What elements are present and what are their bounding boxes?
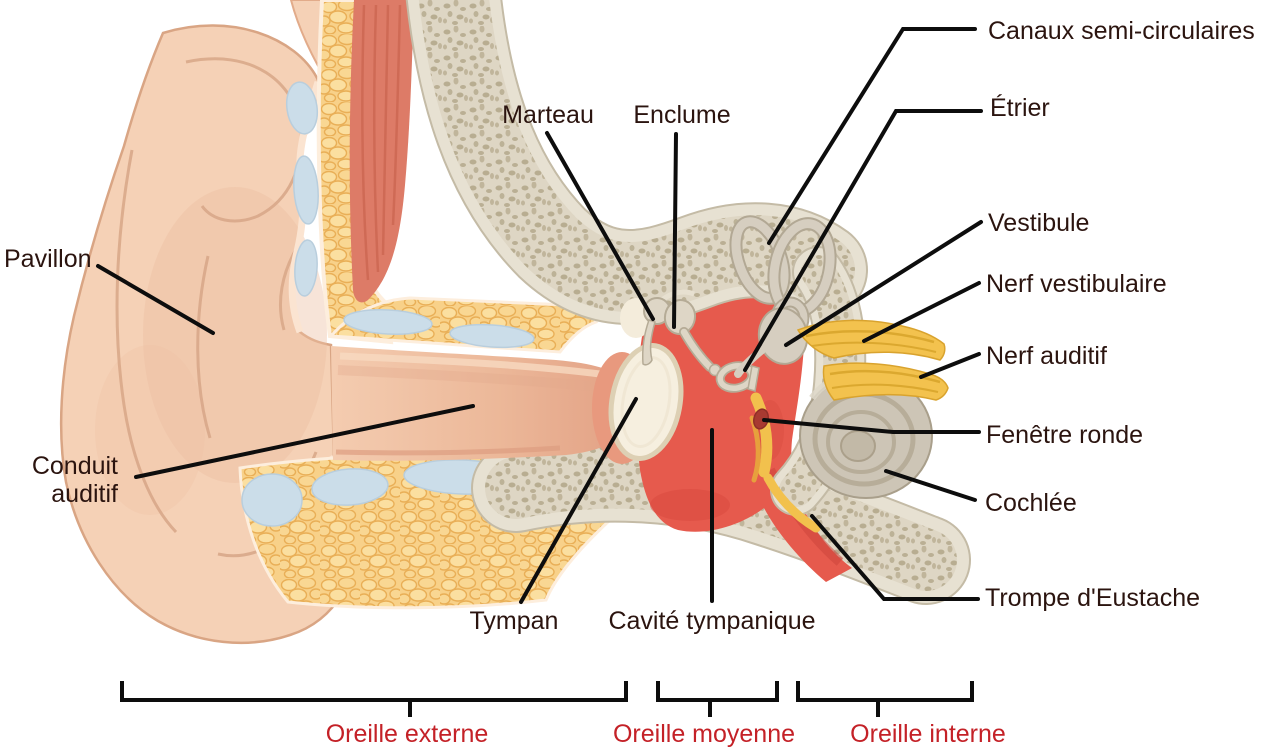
pinna-shading	[143, 187, 327, 483]
section-label-oreille-externe: Oreille externe	[326, 720, 489, 748]
leader-tympan	[519, 397, 638, 604]
leader-pavillon	[96, 264, 215, 335]
leader-nerf-auditif	[919, 352, 981, 379]
label-conduit-line2: auditif	[51, 480, 118, 508]
nerve-striation-1	[805, 329, 935, 344]
muscle-striations	[361, 4, 402, 281]
label-etrier: Étrier	[990, 93, 1050, 122]
malleus-ligament	[660, 289, 695, 303]
canal-shadow-bottom	[335, 445, 561, 456]
label-tympan: Tympan	[470, 607, 559, 635]
section-label-oreille-moyenne: Oreille moyenne	[613, 720, 795, 748]
leader-trompe	[810, 514, 980, 601]
auditory-nerve	[822, 362, 949, 401]
nerve-striation-2	[811, 341, 937, 353]
leader-vestibule	[784, 220, 983, 347]
bracket-oreille-externe	[120, 681, 628, 702]
muscle-band	[349, 0, 414, 303]
leader-fenetre-ronde	[762, 418, 981, 434]
vestibular-nerve	[796, 319, 946, 361]
label-enclume: Enclume	[633, 101, 730, 129]
leader-nerf-vestibulaire	[862, 281, 981, 343]
leader-etrier	[743, 109, 983, 372]
section-label-oreille-interne: Oreille interne	[850, 720, 1006, 748]
leader-enclume	[672, 132, 678, 329]
label-nerf-auditif: Nerf auditif	[986, 342, 1107, 370]
label-canaux: Canaux semi-circulaires	[988, 17, 1255, 45]
bracket-oreille-interne	[796, 681, 974, 702]
ear-canal	[331, 346, 633, 461]
leader-marteau	[545, 131, 655, 321]
nerve-striation-3	[829, 369, 941, 384]
canal-highlight	[339, 352, 601, 378]
label-vestibule: Vestibule	[988, 209, 1089, 237]
label-conduit-line1: Conduit	[32, 452, 118, 480]
cavity-shadow	[650, 489, 730, 521]
incus-process	[680, 328, 714, 371]
canal-shadow-top	[337, 365, 591, 391]
eardrum	[608, 343, 684, 461]
section-brackets	[120, 681, 974, 717]
label-cochlee: Cochlée	[985, 489, 1077, 517]
nerve-striation-4	[831, 383, 939, 393]
label-cavite: Cavité tympanique	[608, 607, 815, 635]
label-nerf-vestibulaire: Nerf vestibulaire	[986, 270, 1167, 298]
text-labels: Pavillon Conduit auditif Marteau Enclume…	[4, 17, 1255, 748]
leader-conduit-auditif	[134, 404, 475, 479]
label-pavillon: Pavillon	[4, 245, 92, 273]
label-trompe: Trompe d'Eustache	[985, 584, 1200, 612]
stapes-footplate	[747, 365, 760, 392]
leader-lines	[96, 27, 983, 604]
bone-upper-band	[405, 0, 868, 325]
label-fenetre-ronde: Fenêtre ronde	[986, 421, 1143, 449]
nerve-bundles	[796, 319, 949, 401]
illustration	[59, 0, 971, 644]
bracket-oreille-moyenne	[656, 681, 779, 702]
label-marteau: Marteau	[502, 101, 594, 129]
cartilage-blue-pieces	[241, 81, 573, 527]
leader-cochlee	[884, 469, 977, 502]
leader-canaux	[767, 27, 977, 245]
malleus-handle	[642, 319, 656, 366]
